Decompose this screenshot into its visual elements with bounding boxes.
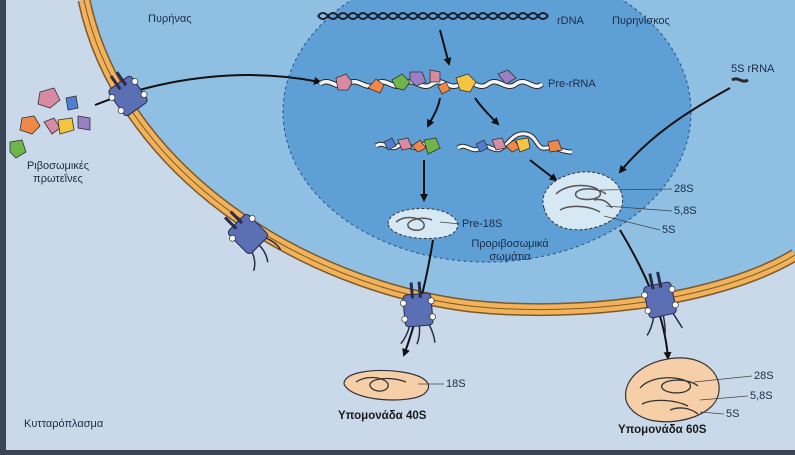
nuclear-pore-3 [400,281,436,345]
nucleolus-label: Πυρηνίσκος [612,15,670,27]
nuclear-pore-4 [641,271,683,336]
arrow-5s-import [618,87,731,174]
pre-rrna-transcript [318,69,544,95]
pre-18s-label: Pre-18S [462,218,503,230]
rdna-helix [317,12,549,20]
subunit-60s-shape [625,357,720,423]
pre-60s-intermediate [456,131,573,155]
nuclear-pore-1 [108,71,148,117]
mature-5s-label: 5S [726,408,740,420]
ribosomal-proteins-label: Ριβοσωμικές πρωτεΐνες [18,160,98,186]
nucleus-label: Πυρήνας [148,13,192,25]
ribosomal-proteins-cluster [9,87,91,159]
cytoplasm-label: Κυτταρόπλασμα [24,418,104,430]
r18s-label: 18S [446,378,466,390]
nuclear-pore-2 [223,210,282,272]
arrow-transcription [439,29,452,66]
subunit-40s-shape [343,369,430,401]
rdna-label: rDNA [557,15,584,27]
pre60s-5s-label: 5S [662,224,676,236]
mature-58s-label: 5,8S [750,390,773,402]
pre-60s-callout-lines [599,188,673,231]
rrna-5s-molecule [731,77,749,83]
pre-rrna-label: Pre-rRNA [548,78,596,90]
ribosomal-proteins-label-line1: Ριβοσωμικές [26,160,90,172]
preribosomal-label-line2: σωμάτια [489,251,531,263]
pre-18s-intermediate [374,137,442,155]
subunit-60s-callout-lines [693,375,753,415]
mature-28s-label: 28S [754,370,774,382]
pre60s-58s-label: 5,8S [674,205,697,217]
subunit-40s-label: Υπομονάδα 40S [338,410,427,422]
arrow-processing-right [474,97,500,126]
pre-40s-particle [387,208,459,240]
pre60s-28s-label: 28S [674,183,694,195]
arrow-to-60s [529,159,558,182]
arrow-processing-left [427,97,441,128]
pre18s-callout-line [439,221,461,225]
subunit-60s-label: Υπομονάδα 60S [618,424,707,436]
preribosomal-particles-label: Προριβοσωμικά σωμάτια [460,238,560,264]
rrna-5s-label: 5S rRNA [731,63,775,75]
ribosomal-proteins-label-line2: πρωτεΐνες [33,173,83,185]
preribosomal-label-line1: Προριβοσωμικά [471,238,549,250]
